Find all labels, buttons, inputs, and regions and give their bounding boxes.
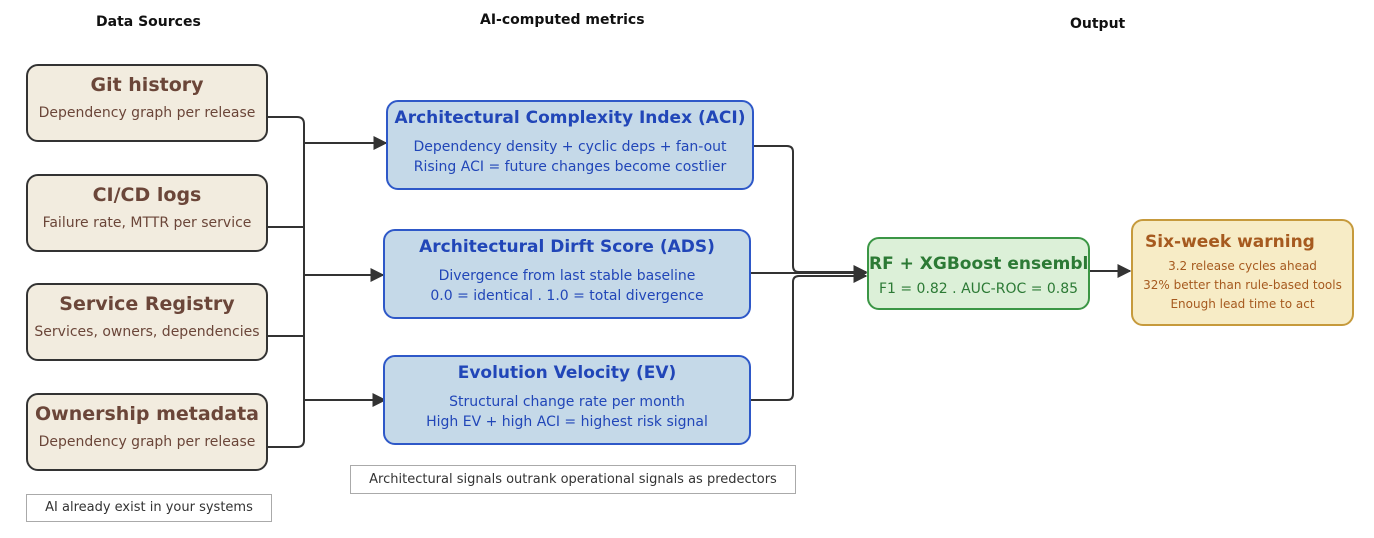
source-title: CI/CD logs: [92, 184, 202, 206]
metrics-note: Architectural signals outrank operationa…: [350, 465, 796, 494]
arrow-ev-to-ensemble: [751, 269, 868, 401]
output-title: Six-week warning: [1145, 232, 1315, 252]
source-title: Ownership metadata: [35, 403, 259, 425]
source-subtitle: Services, owners, dependencies: [34, 324, 260, 340]
source-subtitle: Dependency graph per release: [38, 434, 256, 450]
connector-ownership-metadata: [267, 439, 305, 448]
output-line: 3.2 release cycles ahead: [1168, 259, 1317, 273]
metric-line: High EV + high ACI = highest risk signal: [426, 414, 708, 430]
metrics-header: AI-computed metrics: [480, 12, 645, 28]
metric-line: 0.0 = identical . 1.0 = total divergence: [430, 288, 704, 304]
metric-title: Architectural Complexity Index (ACI): [394, 108, 746, 128]
output-header: Output: [1070, 16, 1126, 32]
metric-title: Evolution Velocity (EV): [457, 363, 677, 383]
source-cicd-logs: CI/CD logs Failure rate, MTTR per servic…: [26, 174, 268, 252]
metric-title: Architectural Dirft Score (ADS): [419, 237, 715, 257]
connector-git-history: [267, 116, 305, 125]
metric-ev: Evolution Velocity (EV) Structural chang…: [383, 355, 751, 445]
output-six-week-warning: Six-week warning 3.2 release cycles ahea…: [1131, 219, 1354, 326]
metric-ads: Architectural Dirft Score (ADS) Divergen…: [383, 229, 751, 319]
source-title: Git history: [90, 74, 204, 96]
metric-line: Divergence from last stable baseline: [438, 268, 696, 284]
source-subtitle: Dependency graph per release: [38, 105, 256, 121]
metric-line: Rising ACI = future changes become costl…: [413, 159, 727, 175]
metric-aci: Architectural Complexity Index (ACI) Dep…: [386, 100, 754, 190]
metric-line: Dependency density + cyclic deps + fan-o…: [413, 139, 727, 155]
output-line: 32% better than rule-based tools: [1143, 278, 1342, 292]
metric-line: Structural change rate per month: [449, 394, 685, 410]
ensemble-subtitle: F1 = 0.82 . AUC-ROC = 0.85: [878, 281, 1079, 297]
source-subtitle: Failure rate, MTTR per service: [42, 215, 252, 231]
source-title: Service Registry: [59, 293, 235, 315]
ensemble-model: RF + XGBoost ensemble F1 = 0.82 . AUC-RO…: [867, 237, 1090, 310]
source-service-registry: Service Registry Services, owners, depen…: [26, 283, 268, 361]
arrow-aci-to-ensemble: [754, 145, 868, 279]
sources-header: Data Sources: [96, 14, 201, 30]
sources-note: AI already exist in your systems: [26, 494, 272, 522]
output-line: Enough lead time to act: [1170, 297, 1315, 311]
source-ownership-metadata: Ownership metadata Dependency graph per …: [26, 393, 268, 471]
ensemble-title: RF + XGBoost ensemble: [869, 254, 1090, 274]
source-git-history: Git history Dependency graph per release: [26, 64, 268, 142]
